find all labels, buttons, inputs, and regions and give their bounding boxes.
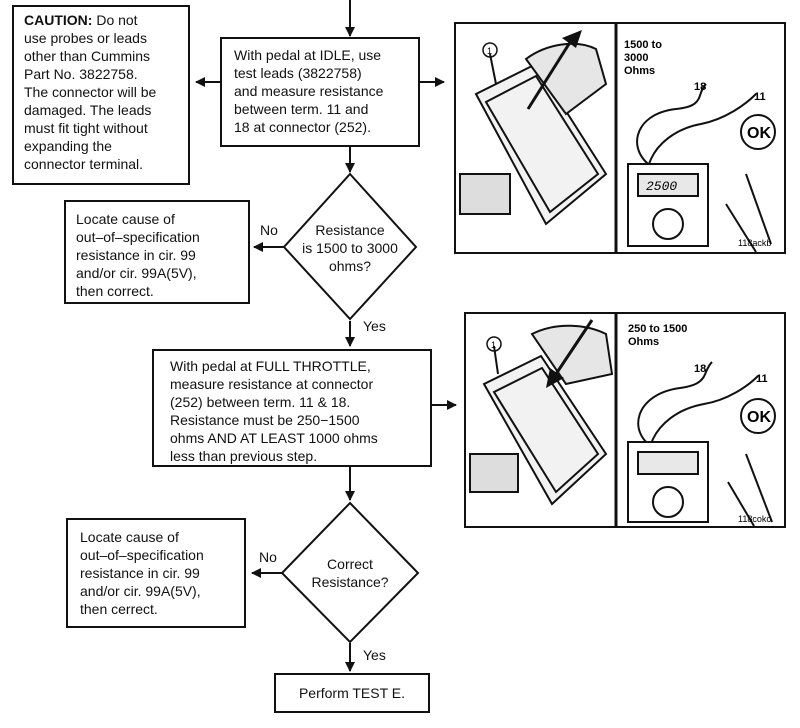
photo1-range-3: Ohms [624,65,655,77]
final-box: Perform TEST E. [274,673,430,713]
decision1-line-1: Resistance [315,222,385,238]
decision2-line-1: Correct [327,556,373,572]
step2-line-4: Resistance must be 250−1500 [170,412,360,428]
step1-line-4: between term. 11 and [234,101,369,117]
no2-line-4: and/or cir. 99A(5V), [80,583,201,599]
decision2-yes-label: Yes [363,647,386,663]
caution-line-7: must fit tight without [24,120,148,136]
step2-line-2: measure resistance at connector [170,376,374,392]
photo1-svg: 1500 to 3000 Ohms 18 11 OK 2500 1 118ack… [459,24,776,252]
photo2-ok-icon: OK [747,409,771,426]
photo1-range-1: 1500 to [624,39,662,51]
photo2-range-1: 250 to 1500 [628,323,687,335]
step1-line-1: With pedal at IDLE, use [234,47,382,63]
photo2-term-11: 11 [756,373,768,385]
photo1-tag: 118ackb [738,238,771,248]
photo2-tag: 118cokc [738,514,771,524]
step2-box: With pedal at FULL THROTTLE, measure res… [152,349,432,467]
step2-line-1: With pedal at FULL THROTTLE, [170,358,371,374]
no1-line-5: then correct. [76,283,154,299]
caution-line-9: connector terminal. [24,156,144,172]
photo2-callout: 1 [491,340,496,350]
caution-line-6: damaged. The leads [24,102,152,118]
no2-box: Locate cause of out–of–specification res… [66,518,246,628]
decision1-diamond [282,172,418,321]
photo2-illustration: 250 to 1500 Ohms 18 11 OK 1 118cokc [464,312,786,528]
step2-line-6: less than previous step. [170,448,318,464]
no2-line-5: then cerrect. [80,601,158,617]
no1-line-4: and/or cir. 99A(5V), [76,265,197,281]
no1-line-3: resistance in cir. 99 [76,247,196,263]
caution-line-8: expanding the [24,138,112,154]
step1-line-2: test leads (3822758) [234,65,362,81]
decision2-text: Correct Resistance? [282,555,418,591]
caution-line-5: The connector will be [24,84,157,100]
photo1-ok-icon: OK [747,125,771,142]
caution-box: CAUTION: Do not use probes or leads othe… [12,5,190,185]
step1-line-5: 18 at connector (252). [234,119,371,135]
no1-box: Locate cause of out–of–specification res… [64,200,250,304]
caution-line-1: CAUTION: Do not [24,12,138,28]
decision1-line-3: ohms? [328,258,372,274]
photo1-illustration: 1500 to 3000 Ohms 18 11 OK 2500 1 118ack… [454,22,786,254]
photo2-term-18: 18 [694,363,706,375]
photo1-term-18: 18 [694,81,706,93]
no1-line-1: Locate cause of [76,211,175,227]
photo2-svg: 250 to 1500 Ohms 18 11 OK 1 118cokc [469,314,776,526]
photo1-meter-reading: 2500 [646,179,677,194]
final-label: Perform TEST E. [298,685,406,701]
no2-line-1: Locate cause of [80,529,179,545]
photo1-callout: 1 [487,46,492,56]
photo1-range-2: 3000 [624,52,648,64]
step2-line-3: (252) between term. 11 & 18. [170,394,351,410]
decision2-diamond [280,501,420,644]
step1-line-3: and measure resistance [234,83,384,99]
decision1-text: Resistance is 1500 to 3000 ohms? [284,221,416,275]
caution-line-3: other than Cummins [24,48,151,64]
step1-box: With pedal at IDLE, use test leads (3822… [220,37,420,147]
decision2-no-label: No [259,549,277,565]
caution-line-2: use probes or leads [24,30,147,46]
photo1-term-11: 11 [754,91,766,103]
decision1-line-2: is 1500 to 3000 [302,240,398,256]
decision1-yes-label: Yes [363,318,386,334]
decision1-no-label: No [260,222,278,238]
decision2-line-2: Resistance? [311,574,389,590]
photo2-range-2: Ohms [628,336,659,348]
step2-line-5: ohms AND AT LEAST 1000 ohms [170,430,378,446]
no2-line-3: resistance in cir. 99 [80,565,200,581]
no1-line-2: out–of–specification [76,229,200,245]
no2-line-2: out–of–specification [80,547,204,563]
caution-line-4: Part No. 3822758. [24,66,138,82]
